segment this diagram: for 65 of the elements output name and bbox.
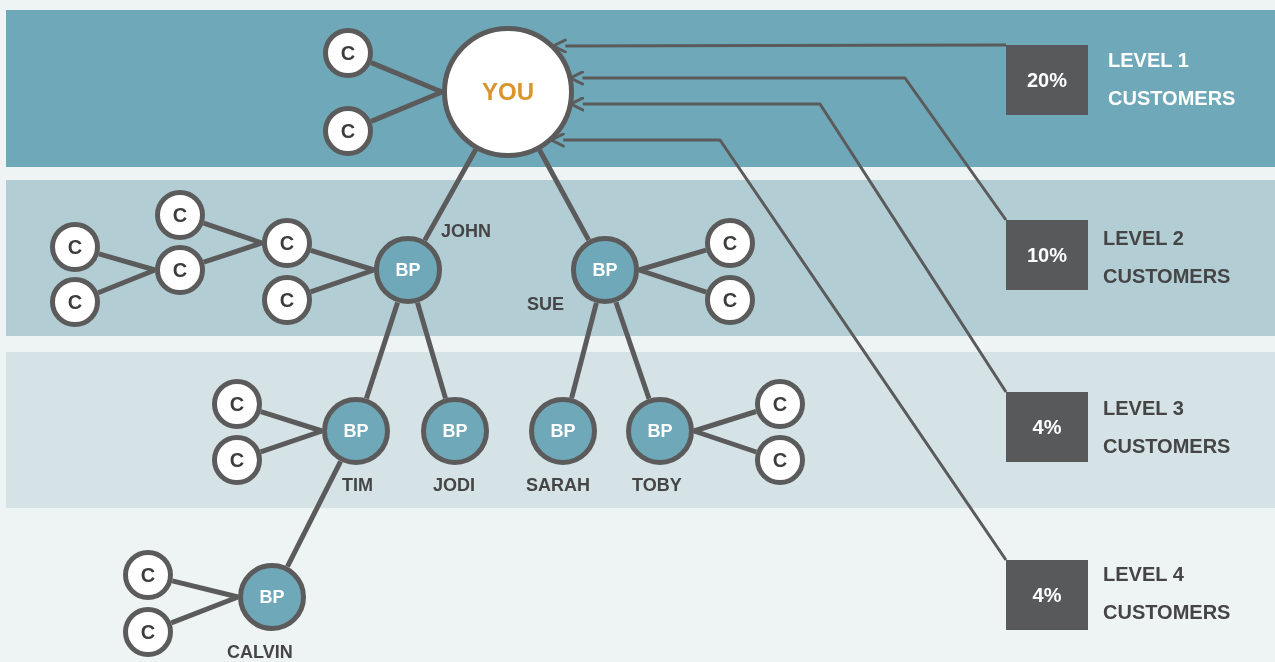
connector-line — [370, 60, 443, 95]
level-label: LEVEL 4 CUSTOMERS — [1103, 562, 1232, 625]
name-label: JODI — [433, 475, 475, 496]
customer-circle: C — [123, 607, 173, 657]
connector-line — [170, 594, 239, 626]
connector-line — [422, 148, 478, 242]
partner-circle: BP — [571, 236, 639, 304]
name-label: TIM — [342, 475, 373, 496]
customer-circle: C — [755, 435, 805, 485]
level-label: LEVEL 3 CUSTOMERS — [1103, 396, 1232, 459]
customer-circle: C — [755, 379, 805, 429]
level-label: LEVEL 2 CUSTOMERS — [1103, 226, 1232, 289]
connector-line — [638, 267, 708, 295]
level-band — [6, 180, 1275, 336]
connector-line — [693, 428, 758, 455]
connector-line — [370, 89, 443, 124]
connector-line — [202, 240, 263, 265]
customer-circle: C — [323, 106, 373, 156]
partner-circle: BP — [626, 397, 694, 465]
connector-line — [569, 302, 599, 399]
connector-line — [310, 248, 375, 273]
connector-line — [537, 148, 591, 242]
customer-circle: C — [323, 28, 373, 78]
connector-line — [171, 578, 239, 600]
customer-circle: C — [155, 245, 205, 295]
partner-circle: BP — [421, 397, 489, 465]
partner-circle: BP — [322, 397, 390, 465]
name-label: SUE — [527, 294, 564, 315]
connector-line — [364, 301, 400, 400]
percentage-box: 20% — [1006, 45, 1088, 115]
name-label: CALVIN — [227, 642, 293, 662]
customer-circle: C — [212, 435, 262, 485]
connector-line — [415, 301, 448, 400]
level-band — [6, 10, 1275, 167]
connector-line — [285, 460, 343, 568]
customer-circle: C — [155, 190, 205, 240]
customer-circle: C — [50, 222, 100, 272]
connector-line — [260, 409, 323, 434]
customer-circle: C — [262, 218, 312, 268]
percentage-box: 4% — [1006, 392, 1088, 462]
customer-circle: C — [50, 277, 100, 327]
name-label: TOBY — [632, 475, 682, 496]
percentage-box: 4% — [1006, 560, 1088, 630]
partner-circle: BP — [238, 563, 306, 631]
percentage-box: 10% — [1006, 220, 1088, 290]
connector-line — [693, 409, 757, 434]
level-label: LEVEL 1 CUSTOMERS — [1108, 48, 1237, 111]
connector-line — [309, 267, 375, 295]
customer-circle: C — [705, 218, 755, 268]
customer-circle: C — [212, 379, 262, 429]
partner-circle: BP — [374, 236, 442, 304]
customer-circle: C — [123, 550, 173, 600]
customer-circle: C — [705, 275, 755, 325]
name-label: JOHN — [441, 221, 491, 242]
customer-circle: C — [262, 275, 312, 325]
partner-circle: BP — [529, 397, 597, 465]
connector-line — [202, 220, 263, 246]
you-circle: YOU — [442, 26, 574, 158]
connector-line — [259, 428, 323, 455]
level-band — [6, 352, 1275, 508]
name-label: SARAH — [526, 475, 590, 496]
connector-line — [613, 301, 652, 400]
connector-line — [98, 251, 156, 273]
connector-line — [638, 247, 707, 273]
connector-line — [97, 267, 156, 296]
